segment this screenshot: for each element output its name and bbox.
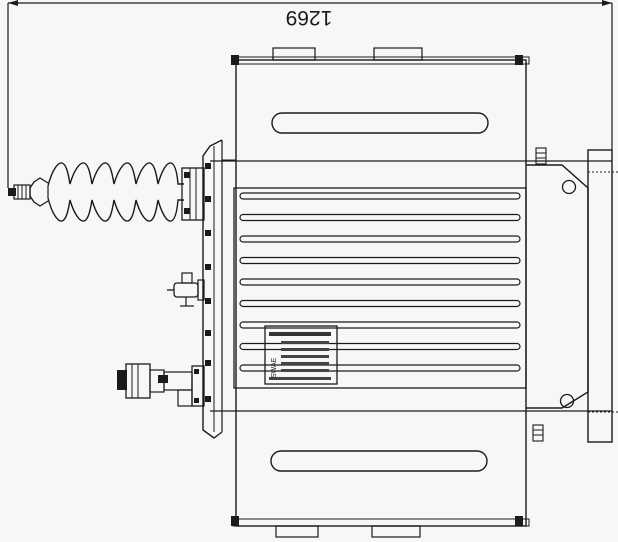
side-cover-outline	[202, 139, 223, 439]
lv-bushing-flange	[191, 365, 205, 407]
radiator-fins	[239, 192, 521, 372]
lifting-lug	[373, 47, 423, 61]
radiator-fin	[239, 192, 521, 200]
side-cover-bolt	[205, 330, 211, 336]
lifting-lug	[272, 47, 316, 61]
tank-bottom-flange	[232, 518, 530, 527]
flange-bolt	[184, 208, 190, 214]
bracket-plate	[526, 164, 589, 409]
connector-nut	[158, 375, 168, 383]
radiator-fin	[239, 299, 521, 308]
radiator-fin	[239, 364, 521, 372]
bracket-bolt	[535, 147, 547, 165]
nameplate-text-line	[269, 377, 331, 380]
corner-bolt	[231, 55, 239, 65]
dimension-annotation: 1269	[7, 0, 613, 188]
lv-bushing-small	[167, 272, 205, 307]
tank	[210, 47, 612, 538]
nameplate-text-line	[281, 362, 329, 365]
lv-bushing-lower	[177, 389, 193, 407]
dimension-arrow-left	[8, 0, 18, 6]
mounting-beam	[587, 149, 613, 443]
small-bushing-body	[173, 282, 199, 298]
bracket-hole	[559, 393, 575, 409]
side-cover-bolts	[205, 163, 211, 402]
radiator-fin	[239, 256, 521, 265]
corner-bolt	[515, 516, 523, 526]
mounting-bracket	[526, 147, 618, 443]
nameplate-caption: SWAE	[271, 357, 278, 378]
lv-bushing-body	[163, 371, 193, 391]
nameplate-text-line	[269, 332, 331, 336]
nameplate: SWAE	[264, 325, 338, 385]
nameplate-text-line	[281, 341, 329, 344]
side-cover-bolt	[205, 396, 211, 402]
bracket-hole	[561, 179, 577, 195]
flange-bolt	[194, 369, 199, 374]
nameplate-frame	[264, 325, 338, 385]
radiator	[233, 187, 527, 389]
bushing-flange	[181, 167, 205, 221]
bracket-bolt	[532, 424, 544, 442]
flange-bolt	[194, 398, 199, 403]
upper-panel-slot	[271, 112, 489, 134]
side-cover-plate	[202, 139, 236, 439]
side-cover-bolt	[205, 163, 211, 169]
radiator-fin	[239, 278, 521, 286]
bushing-insulator-sheds	[47, 162, 184, 222]
radiator-fin	[239, 235, 521, 243]
side-cover-bolt	[205, 230, 211, 236]
lv-terminal-stud	[117, 370, 127, 390]
lifting-lug	[371, 525, 421, 538]
nameplate-text-line	[281, 369, 329, 372]
side-cover-bolt	[205, 196, 211, 202]
bushing-terminal-cap	[29, 177, 49, 207]
dimension-arrow-right	[602, 0, 612, 6]
corner-bolt	[231, 516, 239, 526]
lower-panel-slot	[270, 450, 488, 472]
small-bushing-cap	[181, 272, 193, 284]
flange-bolt	[184, 172, 190, 178]
hv-bushing	[8, 162, 205, 222]
lv-bushing-assembly	[117, 363, 205, 407]
radiator-fin	[239, 342, 521, 351]
tank-outline	[235, 59, 527, 527]
side-cover-bolt	[205, 264, 211, 270]
radiator-fin	[239, 213, 521, 222]
corner-bolt	[515, 55, 523, 65]
radiator-frame	[233, 187, 527, 389]
side-cover-bolt	[205, 298, 211, 304]
side-cover-bolt	[205, 360, 211, 366]
radiator-fin	[239, 321, 521, 329]
small-bushing-base	[197, 279, 205, 301]
dimension-label: 1269	[286, 6, 333, 29]
nameplate-text-line	[281, 348, 329, 351]
nameplate-text-line	[281, 355, 329, 358]
lifting-lug	[275, 525, 319, 538]
terminal-nut	[8, 188, 16, 196]
